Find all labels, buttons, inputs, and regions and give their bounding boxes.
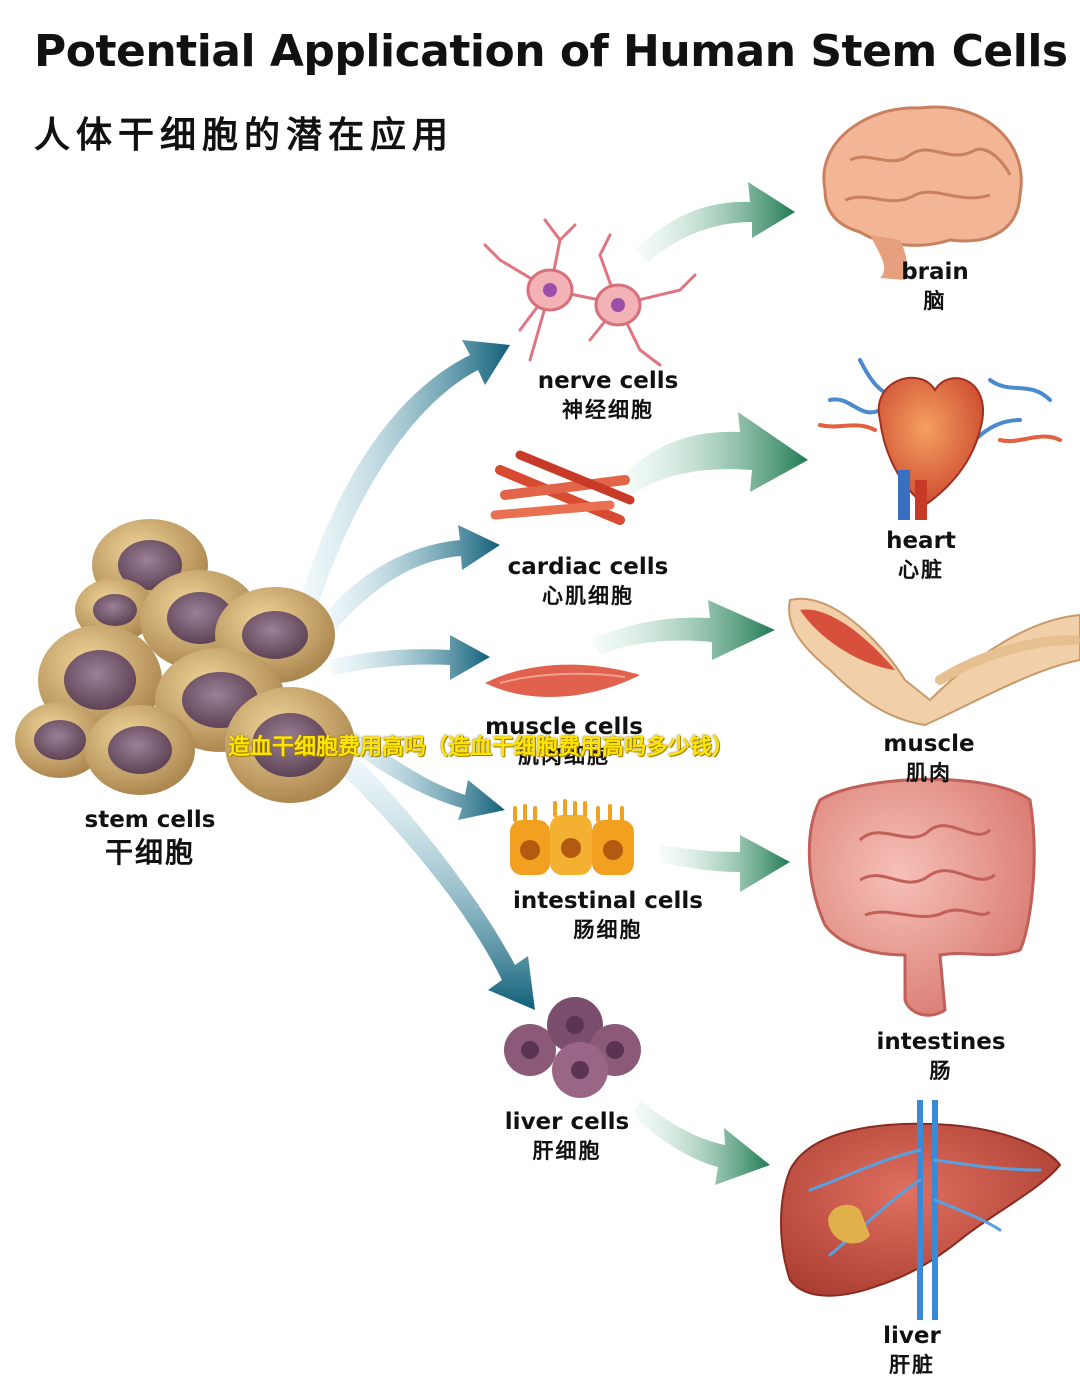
label-muscle-cells: muscle cells 肌肉细胞 — [485, 713, 643, 771]
label-zh: 神经细胞 — [561, 398, 654, 422]
intestines-illustration — [807, 777, 1036, 1017]
label-zh: 肠细胞 — [573, 918, 643, 942]
label-muscle: muscle 肌肉 — [883, 730, 974, 788]
label-zh: 肌肉 — [906, 761, 952, 785]
arrow-to-intestines — [660, 835, 790, 892]
label-en: cardiac cells — [507, 554, 669, 580]
label-intestines: intestines 肠 — [876, 1028, 1005, 1086]
brain-illustration — [822, 105, 1023, 280]
label-en: nerve cells — [537, 368, 679, 394]
label-brain: brain 脑 — [901, 258, 969, 316]
label-en: liver cells — [504, 1109, 630, 1135]
muscle-illustration — [788, 597, 1080, 727]
label-zh: 肠 — [929, 1059, 953, 1083]
heart-illustration — [818, 358, 1062, 520]
watermark-caption: 造血干细胞费用高吗（造血干细胞费用高吗多少钱） — [228, 735, 735, 760]
arrow-to-brain — [635, 182, 795, 262]
label-en: muscle cells — [485, 714, 643, 740]
arrow-to-liver — [632, 1100, 770, 1185]
arrow-to-intestinal-cells — [332, 720, 505, 820]
arrow-to-muscle-cells — [330, 635, 490, 680]
label-intestinal-cells: intestinal cells 肠细胞 — [513, 887, 703, 945]
label-zh: 干细胞 — [104, 836, 196, 869]
label-nerve-cells: nerve cells 神经细胞 — [538, 367, 679, 425]
stem-to-cell-arrows — [300, 340, 535, 1010]
muscle-cells-illustration — [485, 664, 640, 697]
arrow-to-cardiac-cells — [320, 525, 500, 630]
label-zh: 心肌细胞 — [541, 584, 634, 608]
arrow-to-nerve-cells — [300, 340, 510, 605]
label-en: stem cells — [84, 807, 216, 833]
liver-illustration — [780, 1100, 1062, 1320]
intestinal-cells-illustration — [510, 799, 634, 875]
label-en: muscle — [883, 731, 975, 757]
label-en: liver — [883, 1323, 941, 1349]
nerve-cells-illustration — [483, 218, 697, 367]
label-zh: 肝脏 — [888, 1353, 935, 1377]
page-subtitle: 人体干细胞的潜在应用 — [34, 115, 455, 156]
label-heart: heart 心脏 — [886, 527, 956, 585]
stem-cells-illustration — [15, 519, 355, 803]
arrow-to-muscle — [590, 600, 775, 660]
liver-cells-illustration — [504, 997, 641, 1098]
label-zh: 脑 — [923, 289, 947, 313]
label-zh: 肝细胞 — [532, 1139, 602, 1163]
label-zh: 心脏 — [898, 558, 944, 582]
label-en: brain — [901, 259, 969, 285]
label-stem-cells: stem cells 干细胞 — [85, 806, 216, 872]
label-zh: 肌肉细胞 — [517, 744, 610, 768]
label-en: heart — [886, 528, 956, 554]
label-en: intestines — [876, 1029, 1006, 1055]
label-liver: liver 肝脏 — [883, 1322, 941, 1380]
cardiac-cells-illustration — [490, 450, 635, 525]
arrow-to-liver-cells — [338, 750, 535, 1010]
arrow-to-heart — [620, 412, 808, 495]
label-en: intestinal cells — [513, 888, 703, 914]
page-title: Potential Application of Human Stem Cell… — [34, 26, 1068, 77]
label-cardiac-cells: cardiac cells 心肌细胞 — [508, 553, 669, 611]
cell-to-organ-arrows — [590, 182, 808, 1185]
label-liver-cells: liver cells 肝细胞 — [505, 1108, 629, 1166]
